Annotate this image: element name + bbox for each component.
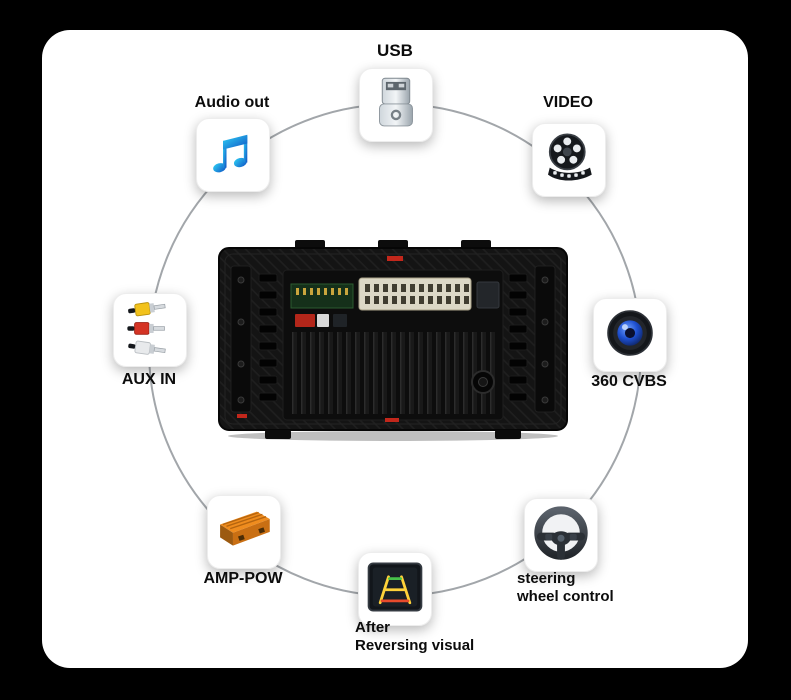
usb-plug-icon	[374, 75, 418, 136]
rca-cables-icon	[121, 299, 179, 362]
head-unit-rear-image	[211, 236, 575, 447]
camera-lens-icon	[603, 306, 657, 365]
reversing-label-line2: Reversing visual	[355, 637, 475, 654]
audio-out-label: Audio out	[194, 94, 270, 111]
steering-node	[524, 498, 598, 572]
amp-node	[207, 495, 281, 569]
reversing-label-line1: After	[355, 619, 391, 636]
video-label: VIDEO	[543, 94, 593, 111]
aux-in-node	[113, 293, 187, 367]
reversing-label: After Reversing visual	[355, 619, 535, 655]
video-node	[532, 123, 606, 197]
steering-label: steering wheel control	[517, 570, 657, 606]
cvbs-node	[593, 298, 667, 372]
rear-camera-view-icon	[367, 561, 423, 617]
reversing-node	[358, 552, 432, 626]
usb-node	[359, 68, 433, 142]
steering-wheel-icon	[533, 505, 589, 566]
aux-in-label: AUX IN	[121, 371, 177, 388]
amplifier-icon	[214, 507, 274, 558]
cvbs-label: 360 CVBS	[591, 373, 667, 390]
usb-label: USB	[377, 41, 413, 60]
film-reel-icon	[541, 130, 597, 191]
music-notes-icon	[207, 127, 259, 184]
steering-label-line1: steering	[517, 570, 576, 587]
audio-out-node	[196, 118, 270, 192]
amp-pow-label: AMP-POW	[203, 570, 283, 587]
steering-label-line2: wheel control	[517, 588, 614, 605]
